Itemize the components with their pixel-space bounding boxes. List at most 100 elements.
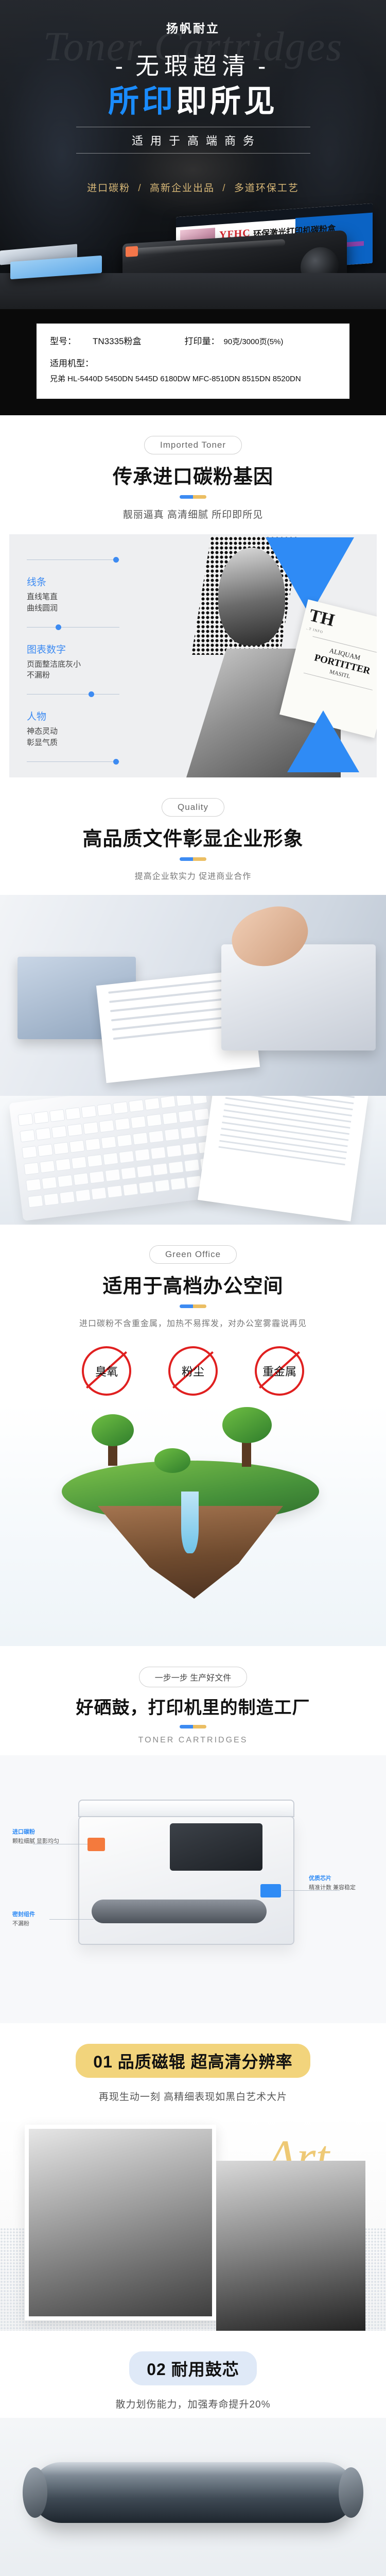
newspaper-masthead: TH bbox=[307, 605, 337, 631]
keyboard-key bbox=[170, 1177, 186, 1191]
keyboard-key bbox=[89, 1171, 105, 1184]
hero-content: 扬帆耐立 -无瑕超清- 所印即所见 适用于高端商务 进口碳粉 / 高新企业出品 … bbox=[0, 0, 386, 194]
keyboard-key bbox=[57, 1174, 73, 1188]
keyboard-key bbox=[100, 1136, 117, 1149]
feature-desc-2-line2: 彰显气质 bbox=[27, 738, 58, 747]
factory-title: 好硒鼓，打印机里的制造工厂 bbox=[76, 1698, 310, 1718]
no-dust-icon: 粉尘 bbox=[168, 1346, 218, 1396]
green-office-pill: Green Office bbox=[149, 1245, 237, 1264]
feature-title-3: 文字 bbox=[27, 776, 138, 778]
keyboard-key bbox=[37, 1144, 54, 1157]
no-ozone-label: 臭氧 bbox=[95, 1365, 118, 1378]
keyboard-key bbox=[22, 1145, 38, 1159]
spec-section: 型号： TN3335粉盒 打印量： 90克/3000页(5%) 适用机型： 兄弟… bbox=[0, 309, 386, 415]
no-dust-label: 粉尘 bbox=[181, 1365, 204, 1378]
feature-item-0: 线条 直线笔直 曲线圆润 bbox=[27, 574, 138, 614]
spec-model-label: 型号： bbox=[50, 336, 76, 346]
slider-knob-3[interactable] bbox=[113, 758, 119, 765]
keyboard-key bbox=[51, 1125, 67, 1139]
factory-pill: 一步一步 生产好文件 bbox=[138, 1667, 248, 1687]
feature-item-1: 图表数字 页面整洁底灰小 不漏粉 bbox=[27, 642, 138, 682]
toner-feature-panel: 线条 直线笔直 曲线圆润 图表数字 页面整洁底灰小 不漏粉 人物 神态灵动 彰显… bbox=[9, 534, 377, 777]
slider-knob-0[interactable] bbox=[113, 557, 119, 563]
callout-0-text: 颗粒细腻 显影均匀 bbox=[12, 1838, 60, 1844]
imported-toner-divider bbox=[180, 495, 206, 499]
feature-desc-2-line1: 神态灵动 bbox=[27, 727, 58, 736]
quality-divider bbox=[180, 857, 206, 861]
callout-2-text: 不漏粉 bbox=[12, 1921, 29, 1927]
keyboard-key bbox=[160, 1096, 176, 1109]
factory-english: TONER CARTRIDGES bbox=[138, 1736, 248, 1744]
keyboard-key bbox=[162, 1112, 178, 1125]
callout-1: 优质芯片 精准计数 兼容稳定 bbox=[309, 1874, 371, 1891]
art-photo-left bbox=[29, 2129, 212, 2316]
section-factory-head: 一步一步 生产好文件 好硒鼓，打印机里的制造工厂 TONER CARTRIDGE… bbox=[0, 1646, 386, 1745]
cartridge-orange-tab bbox=[126, 246, 138, 257]
slider-track-3 bbox=[27, 761, 119, 762]
hero-gold-item-0: 进口碳粉 bbox=[87, 183, 131, 194]
keyboard-key bbox=[43, 1193, 59, 1206]
callout-2: 密封组件 不漏粉 bbox=[12, 1910, 69, 1927]
drum-cap-left bbox=[23, 2467, 47, 2518]
keyboard-key bbox=[148, 1130, 164, 1143]
keyboard-key bbox=[87, 1154, 103, 1167]
keyboard-key bbox=[39, 1160, 56, 1174]
keyboard-key bbox=[49, 1109, 65, 1123]
feature-desc-0-line1: 直线笔直 bbox=[27, 592, 58, 601]
keyboard-key bbox=[67, 1123, 83, 1137]
keyboard-key bbox=[130, 1115, 147, 1129]
section-01: 01 品质磁辊 超高清分辨率 再现生动一刻 高精细表现如黑白艺术大片 bbox=[0, 2023, 386, 2103]
keyboard-key bbox=[25, 1178, 42, 1192]
feature-title-0: 线条 bbox=[27, 577, 47, 588]
feature-slider-1[interactable] bbox=[27, 622, 119, 633]
hero-brand-name: 扬帆耐立 bbox=[166, 22, 220, 35]
keyboard-key bbox=[120, 1166, 136, 1180]
cartridge-toner-chamber bbox=[170, 1823, 262, 1871]
section-01-pill: 01 品质磁辊 超高清分辨率 bbox=[76, 2044, 310, 2078]
hero-rule-bottom bbox=[76, 153, 310, 154]
feature-slider-0[interactable] bbox=[27, 555, 119, 565]
keyboard-key bbox=[17, 1113, 33, 1126]
section-02-drum-photo bbox=[0, 2418, 386, 2576]
keyboard-key bbox=[150, 1146, 166, 1160]
spec-yield-label: 打印量： bbox=[184, 336, 220, 346]
hero-rule-text: 适用于高端商务 bbox=[131, 134, 261, 147]
slider-knob-2[interactable] bbox=[89, 691, 94, 697]
island-bush bbox=[154, 1448, 190, 1473]
art-photo-frame-left bbox=[25, 2125, 216, 2320]
keyboard-key bbox=[194, 1108, 210, 1121]
hero-dash-right: - bbox=[258, 53, 271, 79]
cartridge-top-shell bbox=[78, 1800, 294, 1817]
keyboard-key bbox=[122, 1183, 138, 1196]
office-keyboard bbox=[9, 1096, 223, 1221]
island-tree-leaves-1 bbox=[92, 1414, 134, 1446]
imported-toner-title: 传承进口碳粉基因 bbox=[112, 466, 273, 488]
slider-knob-1[interactable] bbox=[56, 624, 61, 630]
hero-subtitle-row: -无瑕超清- bbox=[0, 47, 386, 81]
feature-item-3: 文字 笔划清晰 强劲有力 bbox=[27, 776, 138, 778]
section-quality-head: Quality 高品质文件彰显企业形象 提高企业软实力 促进商业合作 bbox=[0, 777, 386, 882]
keyboard-key bbox=[55, 1158, 71, 1172]
keyboard-key bbox=[168, 1161, 184, 1174]
keyboard-key bbox=[138, 1181, 154, 1194]
feature-slider-2[interactable] bbox=[27, 689, 119, 700]
keyboard-key bbox=[152, 1163, 168, 1176]
spec-table: 型号： TN3335粉盒 打印量： 90克/3000页(5%) 适用机型： 兄弟… bbox=[36, 323, 350, 400]
hero-gold-sep-0: / bbox=[138, 183, 142, 194]
keyboard-key bbox=[136, 1164, 152, 1178]
keyboard-key bbox=[146, 1113, 162, 1127]
office-photo bbox=[0, 1096, 386, 1225]
keyboard-key bbox=[69, 1140, 85, 1153]
hero-headline: 所印即所见 bbox=[0, 84, 386, 118]
keyboard-key bbox=[114, 1117, 131, 1131]
keyboard-key bbox=[65, 1107, 81, 1121]
keyboard-key bbox=[154, 1179, 170, 1193]
no-ozone-icon: 臭氧 bbox=[82, 1346, 131, 1396]
feature-slider-3[interactable] bbox=[27, 757, 119, 767]
section-01-subtitle: 再现生动一刻 高精细表现如黑白艺术大片 bbox=[98, 2092, 288, 2103]
keyboard-key bbox=[178, 1110, 194, 1123]
keyboard-key bbox=[35, 1127, 51, 1141]
keyboard-key bbox=[132, 1132, 148, 1145]
cartridge-magnetic-roller bbox=[92, 1900, 267, 1923]
